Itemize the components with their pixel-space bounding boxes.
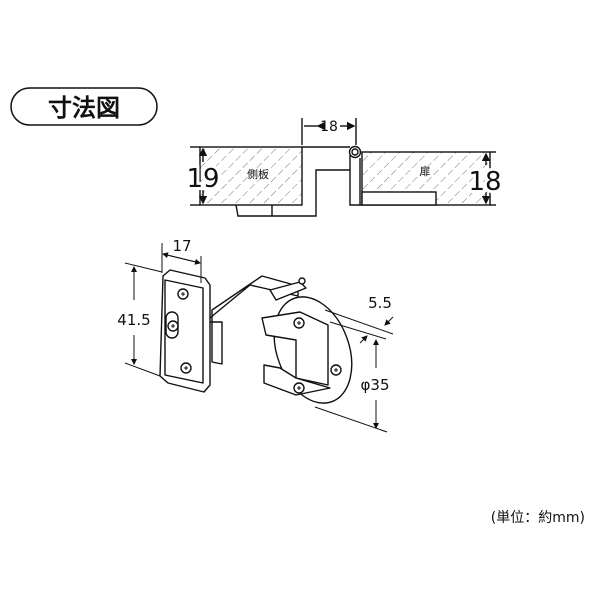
title-badge: 寸法図 [10, 87, 158, 126]
gap-dimension: 18 [320, 119, 338, 135]
door-thickness: 18 [468, 167, 501, 197]
cup-diameter-dimension: φ35 [361, 376, 390, 394]
title-text: 寸法図 [48, 94, 120, 122]
door-label: 扉 [420, 165, 431, 178]
hinge-drawing [159, 269, 353, 404]
plate-height-dimension: 41.5 [117, 311, 150, 329]
side-panel [199, 146, 303, 206]
hinge-dimensions [124, 243, 394, 433]
cup-depth-dimension: 5.5 [368, 294, 392, 312]
mounting-plate [159, 269, 211, 393]
side-panel-thickness: 19 [186, 164, 219, 194]
unit-note: (単位：約mm) [491, 510, 585, 526]
side-panel-label: 側板 [247, 167, 269, 181]
cross-section [190, 118, 496, 217]
plate-width-dimension: 17 [172, 237, 191, 255]
